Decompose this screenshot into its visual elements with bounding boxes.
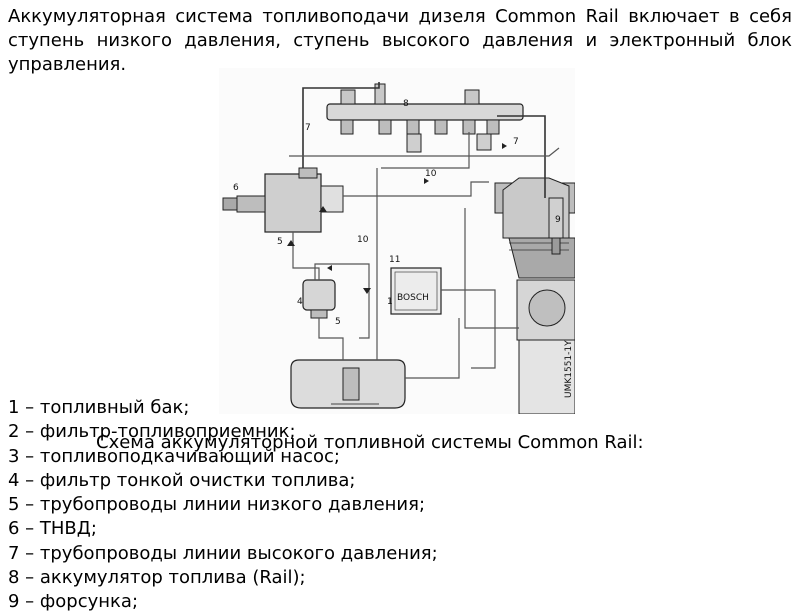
legend-item: 7 – трубопроводы линии высокого давления…: [8, 542, 438, 564]
label-10a: 10: [425, 169, 437, 179]
legend-item: 5 – трубопроводы линии низкого давления;: [8, 494, 426, 516]
label-7b: 7: [513, 137, 519, 147]
legend-item: 4 – фильтр тонкой очистки топлива;: [8, 469, 356, 491]
ecu-11: BOSCH: [390, 267, 442, 315]
label-5a: 5: [277, 237, 283, 247]
label-1: 1: [387, 297, 393, 307]
label-7a: 7: [305, 123, 311, 133]
label-10b: 10: [357, 235, 369, 245]
label-11: 11: [389, 255, 400, 265]
label-5b: 5: [335, 317, 341, 327]
low-pressure-lines: [289, 132, 560, 379]
legend-item: 2 – фильтр-топливоприемник;: [8, 421, 296, 443]
label-8: 8: [403, 99, 409, 109]
figure-caption: Схема аккумуляторной топливной системы C…: [96, 432, 644, 453]
label-9: 9: [555, 215, 561, 225]
common-rail-diagram: BOSCH: [219, 68, 575, 414]
legend-list: 1 – топливный бак; 2 – фильтр-топливопри…: [8, 396, 438, 615]
fuel-rail-8: [326, 83, 524, 153]
injector-9: [548, 197, 564, 255]
high-pressure-pump-6: [222, 167, 344, 233]
fine-filter-4: [302, 279, 336, 319]
ecu-brand: BOSCH: [397, 293, 429, 303]
legend-item: 9 – форсунка;: [8, 591, 139, 613]
fuel-tank-1: [290, 359, 406, 409]
intro-paragraph: Аккумуляторная система топливоподачи диз…: [8, 6, 792, 75]
legend-item: 6 – ТНВД;: [8, 518, 97, 540]
legend-item: 1 – топливный бак;: [8, 397, 190, 418]
diagram-labels: 1 4 5 5 6 7 7 8 9 10 10 11: [233, 99, 561, 327]
high-pressure-lines: [302, 82, 546, 198]
legend-item: 8 – аккумулятор топлива (Rail);: [8, 567, 306, 589]
label-6: 6: [233, 183, 239, 193]
flow-arrows: [287, 143, 507, 294]
label-4: 4: [297, 297, 303, 307]
diagram-code: UMK1551-1Y: [564, 340, 574, 398]
legend-item: 3 – топливоподкачивающий насос;: [8, 445, 340, 467]
